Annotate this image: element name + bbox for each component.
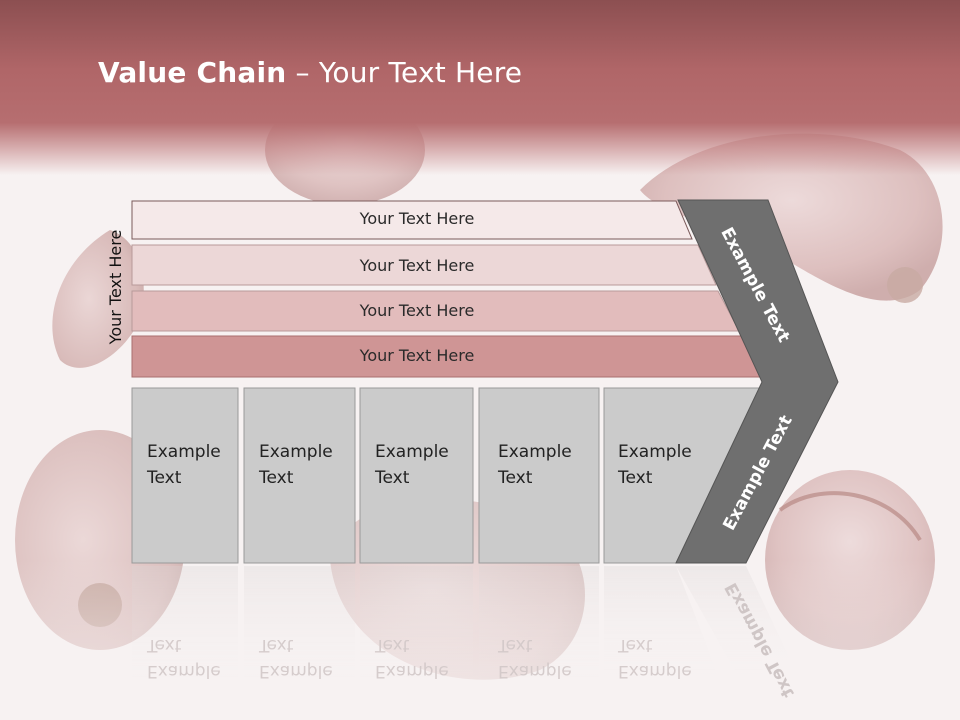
stage-box-2-label-reflection: Example Text: [259, 632, 359, 684]
bar-3-label: Your Text Here: [359, 301, 475, 320]
chevron-arrow: [675, 199, 839, 564]
stage-box-1-line2: Text: [147, 468, 182, 488]
stage-box-1-reflection-line1: Example: [147, 661, 221, 681]
stage-box-3-reflection: [360, 566, 473, 686]
stage-box-4-reflection-line2: Text: [498, 635, 533, 655]
stage-box-2: [243, 387, 356, 564]
stage-box-4-label-reflection: Example Text: [498, 632, 598, 684]
stage-box-1-label-reflection: Example Text: [147, 632, 247, 684]
stage-box-3-reflection-line2: Text: [375, 635, 410, 655]
stage-box-2-line2: Text: [259, 468, 294, 488]
stage-box-5-reflection: [604, 566, 720, 680]
stage-box-3-line2: Text: [375, 468, 410, 488]
reflection-group: [132, 566, 800, 686]
stage-box-3-line1: Example: [375, 442, 449, 462]
header-band: [0, 0, 960, 175]
stage-box-5-reflection-line1: Example: [618, 661, 692, 681]
bar-2: [131, 244, 717, 286]
stage-box-4: [478, 387, 600, 564]
bar-1-label: Your Text Here: [359, 209, 475, 228]
stage-box-3-label-reflection: Example Text: [375, 632, 475, 684]
stage-box-2-reflection-line2: Text: [259, 635, 294, 655]
chevron-reflection: [676, 566, 800, 680]
stage-box-1-line1: Example: [147, 442, 221, 462]
stage-box-4-reflection-line1: Example: [498, 661, 572, 681]
stage-box-1: [131, 387, 239, 564]
stage-box-1-reflection: [132, 566, 238, 686]
stage-box-5-label-reflection: Example Text: [618, 632, 718, 684]
stage-box-3-reflection-line1: Example: [375, 661, 449, 681]
stage-box-4-line2: Text: [498, 468, 533, 488]
stage-box-4-line1: Example: [498, 442, 572, 462]
stage-box-5-reflection-line2: Text: [618, 635, 653, 655]
stage-box-1-reflection-line2: Text: [147, 635, 182, 655]
title-bold: Value Chain: [98, 56, 287, 89]
stage-box-5-line2: Text: [618, 468, 653, 488]
bar-1: [131, 200, 693, 240]
stage-box-3: [359, 387, 474, 564]
slide-title: Value Chain – Your Text Here: [98, 56, 522, 89]
bar-2-label: Your Text Here: [359, 256, 475, 275]
bar-4-label: Your Text Here: [359, 346, 475, 365]
stage-box-5-line1: Example: [618, 442, 692, 462]
stage-box-2-reflection-line1: Example: [259, 661, 333, 681]
stage-box-2-reflection: [244, 566, 355, 686]
stage-box-4-reflection: [479, 566, 599, 686]
title-rest: – Your Text Here: [286, 56, 523, 89]
stage-box-2-line1: Example: [259, 442, 333, 462]
